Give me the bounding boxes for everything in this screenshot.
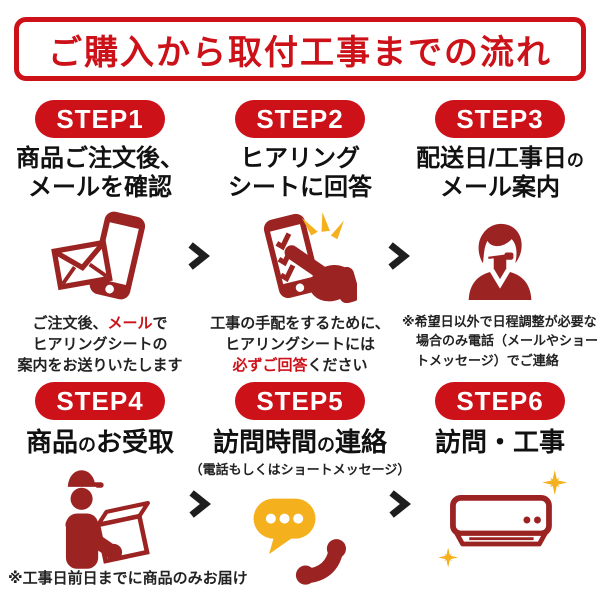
step-4-heading-a: 商品 [25, 427, 78, 457]
step-2-card: STEP2 ヒアリング シートに回答 [200, 100, 400, 376]
step-3-card: STEP3 配送日/工事日の メール案内 ※希望日以外 [400, 100, 600, 376]
step-5-heading: 訪問時間の連絡 [213, 427, 387, 458]
step-3-heading-no-small: の [566, 151, 584, 170]
step-1-note-line2: ヒアリングシートの [32, 335, 168, 353]
steps-row-1: STEP1 商品ご注文後、 メールを確認 [0, 100, 600, 376]
step-3-heading-line1: 配送日/工事日の [416, 145, 584, 174]
step-2-heading-line2: シートに回答 [228, 173, 372, 201]
step-3-note: ※希望日以外で日程調整が必要な 場合のみ電話（メールやショー トメッセージ）でご… [402, 312, 598, 371]
step-2-note-line2: ヒアリングシートには [224, 335, 375, 353]
chevron-right-icon [387, 489, 412, 519]
step-1-note-1c: で [152, 314, 168, 332]
step-3-note-line1: ※希望日以外で日程調整が必要な [402, 313, 597, 329]
delivery-person-icon [42, 463, 158, 577]
step-1-note: ご注文後、メールで ヒアリングシートの 案内をお送りいたします [17, 313, 182, 377]
chat-phone-icon [249, 483, 351, 597]
step-4-badge: STEP4 [35, 382, 165, 420]
steps-row-2: STEP4 商品のお受取 [0, 382, 600, 597]
step-5-subheading: （電話もしくはショートメッセージ） [189, 462, 411, 478]
mail-phone-icon [46, 206, 154, 308]
step-2-badge: STEP2 [235, 100, 365, 138]
step-2-heading: ヒアリング シートに回答 [228, 145, 372, 203]
step-6-badge: STEP6 [435, 382, 565, 420]
step-5-heading-c: 連絡 [335, 427, 388, 457]
step-3-heading-1a: 配送日/工事日 [416, 145, 567, 172]
chevron-right-icon [386, 241, 411, 271]
step-2-note-must-answer-em: 必ずご回答 [232, 357, 308, 375]
step-3-badge: STEP3 [435, 100, 565, 138]
step-5-badge: STEP5 [235, 382, 365, 420]
step-5-heading-a: 訪問時間 [212, 427, 317, 457]
step-3-heading-line2: メール案内 [439, 173, 560, 201]
step-1-note-line3: 案内をお送りいたします [17, 357, 183, 375]
title-banner: ご購入から取付工事までの流れ [14, 17, 586, 81]
step-6-heading: 訪問・工事 [434, 427, 565, 457]
step-4-heading: 商品のお受取 [26, 427, 174, 458]
step-5-card: STEP5 訪問時間の連絡 （電話もしくはショートメッセージ） [190, 382, 410, 597]
step-1-badge: STEP1 [35, 100, 165, 138]
chevron-right-icon [186, 241, 211, 271]
step-1-heading-line1: 商品ご注文後、 [16, 145, 184, 172]
step-1-heading-line2: メールを確認 [28, 173, 172, 201]
step-3-note-line3: トメッセージ）でご連絡 [416, 352, 559, 368]
hearing-sheet-tap-icon [243, 206, 357, 308]
step-4-card: STEP4 商品のお受取 [0, 382, 200, 597]
step-1-card: STEP1 商品ご注文後、 メールを確認 [0, 100, 200, 376]
step-2-note-line1: 工事の手配をするために、 [210, 314, 390, 332]
step-4-heading-no-small: の [78, 435, 96, 455]
step-2-note-3b: ください [307, 357, 368, 375]
step-2-heading-line1: ヒアリング [240, 145, 360, 172]
step-4-heading-c: お受取 [96, 427, 175, 457]
air-conditioner-icon [427, 463, 573, 577]
call-operator-icon [455, 206, 545, 308]
step-1-heading: 商品ご注文後、 メールを確認 [16, 145, 184, 203]
step-3-note-line2: 場合のみ電話（メールやショー [416, 333, 599, 349]
step-1-note-mail-em: メール [107, 314, 153, 332]
step-4-note: ※工事日前日までに商品のみお届け [8, 570, 248, 587]
step-6-card: STEP6 訪問・工事 [400, 382, 600, 597]
step-2-note-line3: 必ずご回答ください [210, 355, 390, 376]
step-1-note-1a: ご注文後、 [32, 314, 108, 332]
chevron-right-icon [187, 489, 212, 519]
step-1-note-line1: ご注文後、メールで [17, 313, 182, 334]
step-2-note: 工事の手配をするために、 ヒアリングシートには 必ずご回答ください [210, 313, 390, 377]
step-3-heading: 配送日/工事日の メール案内 [416, 145, 584, 203]
step-5-heading-no-small: の [317, 435, 335, 455]
page-title: ご購入から取付工事までの流れ [48, 33, 552, 72]
